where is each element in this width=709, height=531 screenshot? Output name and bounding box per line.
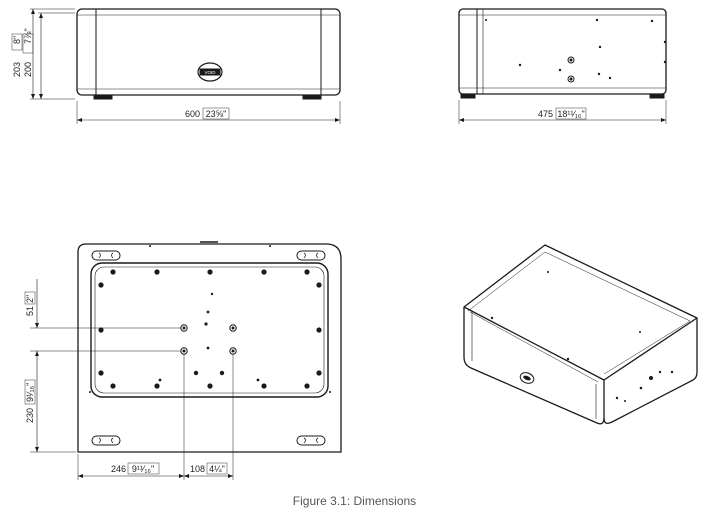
top-offset-v1: 51 [25,306,35,316]
front-height-inner-in: 7⅞" [23,28,33,44]
front-height-outer: 203 [12,62,22,77]
top-offset-h1-in: 9¹¹⁄₁₆" [132,464,154,474]
top-view [30,241,342,480]
handle-slots [91,250,326,446]
side-depth-in: 18¹¹⁄₁₆" [557,109,584,119]
top-spacing-h-in: 4¼" [209,464,225,474]
top-offset-v1-in: 2" [25,295,35,303]
isometric-view [463,244,698,425]
iso-logo-badge [519,372,535,384]
side-depth: 475 [538,109,553,119]
front-view: VOID [30,8,341,124]
top-offset-v2-in: 9¹⁄₁₆" [25,383,35,402]
front-height-inner: 200 [23,62,33,77]
panel-screws [89,245,331,393]
front-width: 600 [185,109,200,119]
top-spacing-h: 108 [190,464,205,474]
figure-caption: Figure 3.1: Dimensions [292,494,417,508]
front-height-outer-in: 8" [12,36,22,44]
mounting-points [180,324,237,355]
svg-text:VOID: VOID [204,70,216,75]
logo-badge: VOID [197,62,223,82]
top-offset-h1: 246 [111,464,126,474]
top-offset-v2: 230 [25,408,35,423]
side-view [458,8,667,124]
front-width-in: 23⅝" [206,109,227,119]
